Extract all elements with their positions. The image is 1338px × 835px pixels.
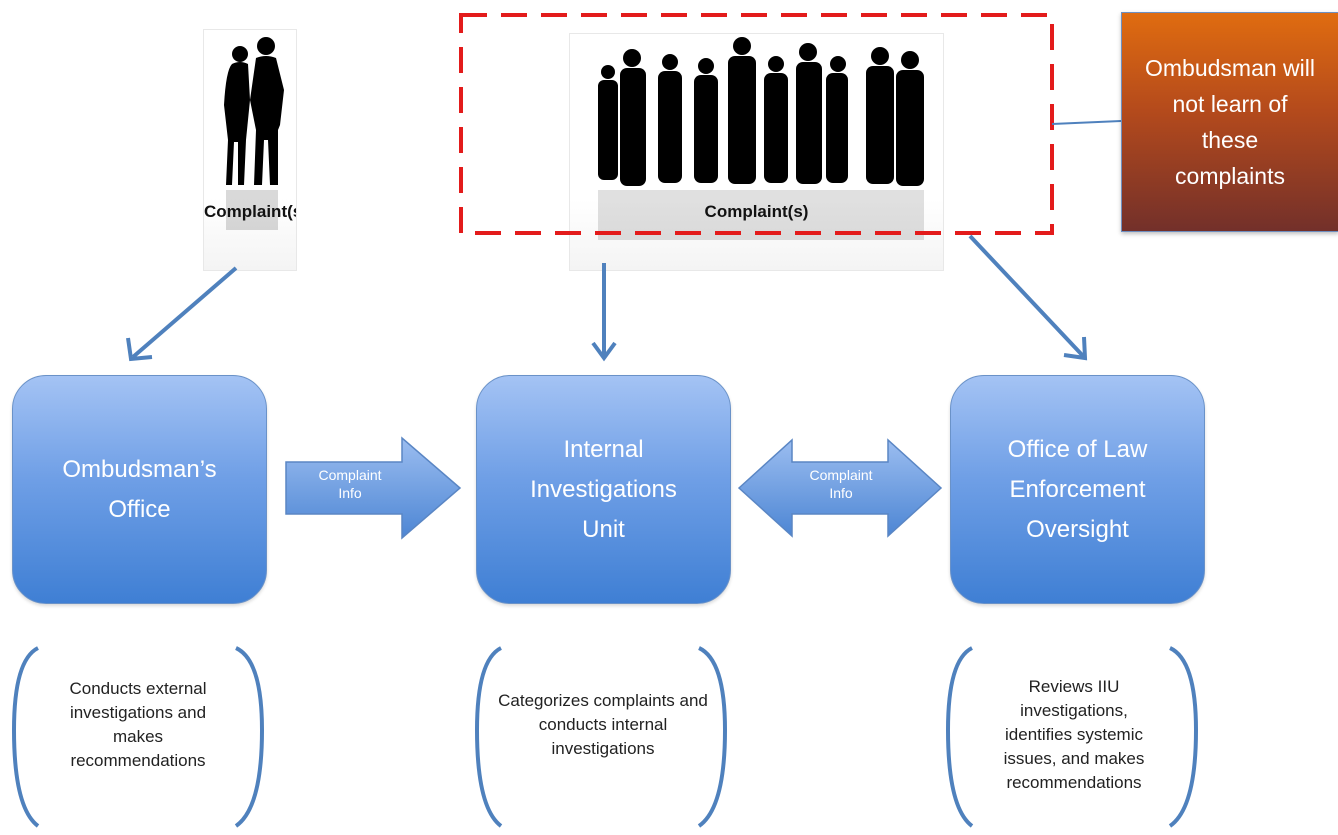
- description-text: Conducts external investigations and mak…: [69, 679, 207, 770]
- description-ombudsman: Conducts external investigations and mak…: [50, 660, 226, 790]
- complaint-label: Complaint(s): [204, 202, 296, 221]
- node-office-law-enforcement-oversight: Office of Law Enforcement Oversight: [950, 375, 1205, 604]
- description-text: Reviews IIU investigations, identifies s…: [1003, 677, 1145, 792]
- node-title: Internal Investigations Unit: [530, 435, 677, 543]
- flow-label-ombudsman-iiu: Complaint Info: [318, 467, 382, 501]
- node-title: Office of Law Enforcement Oversight: [1007, 435, 1148, 543]
- arrow-right-complaint: [968, 234, 1086, 359]
- block-arrow-complaint-info: [285, 436, 462, 540]
- flow-label-iiu-oleo: Complaint Info: [809, 467, 873, 501]
- bracket-right-iiu: [697, 646, 728, 828]
- complaint-label: Complaint(s): [704, 202, 809, 221]
- bracket-right-ombudsman: [234, 646, 265, 828]
- callout-text: Ombudsman will not learn of these compla…: [1145, 55, 1315, 189]
- node-ombudsman-office: Ombudsman’s Office: [12, 375, 267, 604]
- bracket-left-ombudsman: [11, 646, 40, 828]
- node-internal-investigations-unit: Internal Investigations Unit: [476, 375, 731, 604]
- description-iiu: Categorizes complaints and conducts inte…: [492, 660, 714, 790]
- callout-connector: [1051, 120, 1122, 125]
- callout-unreported-complaints: Ombudsman will not learn of these compla…: [1121, 12, 1338, 232]
- description-text: Categorizes complaints and conducts inte…: [498, 691, 708, 758]
- bracket-left-oleo: [945, 646, 974, 828]
- complaint-group-left: Complaint(s): [203, 29, 297, 271]
- description-oleo: Reviews IIU investigations, identifies s…: [985, 660, 1163, 810]
- bracket-left-iiu: [474, 646, 503, 828]
- people-silhouette-icon: [224, 37, 284, 230]
- highlight-dashed-box: [459, 13, 1054, 235]
- crowd-silhouette-icon: [598, 37, 924, 240]
- node-title: Ombudsman’s Office: [62, 455, 217, 523]
- bracket-right-oleo: [1168, 646, 1199, 828]
- arrow-left-complaint: [131, 266, 238, 359]
- double-block-arrow-complaint-info: [737, 438, 943, 538]
